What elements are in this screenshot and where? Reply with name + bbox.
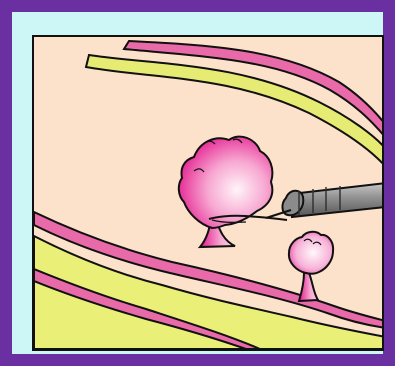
snare-instrument [266,183,382,218]
polypectomy-illustration [34,37,382,349]
small-polyp [289,232,333,301]
illustration-panel [32,35,384,351]
large-polyp [179,137,273,247]
